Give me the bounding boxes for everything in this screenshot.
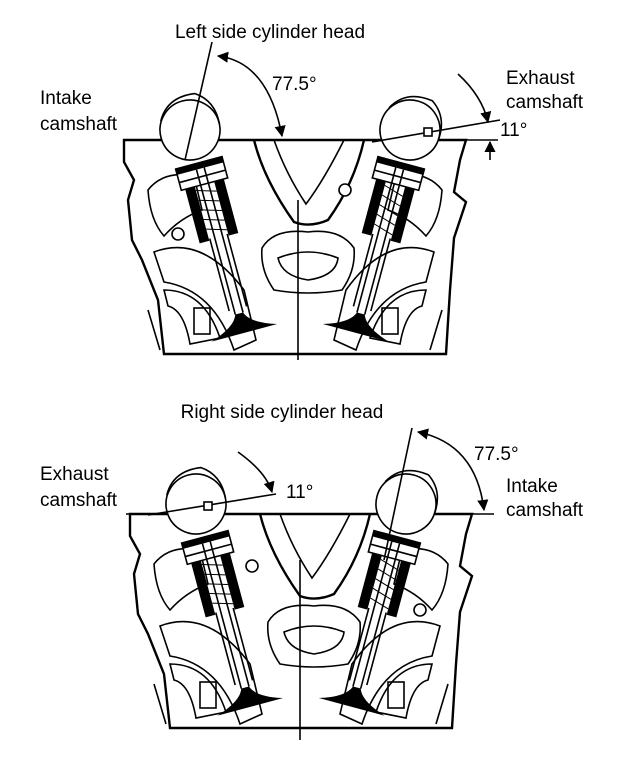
bottom-angle-arc-large [416, 428, 489, 512]
right-head-title: Right side cylinder head [181, 402, 384, 423]
top-intake-axis [184, 41, 213, 161]
bottom-right-label-line2: camshaft [506, 500, 584, 521]
bottom-exhaust-cam-key [203, 501, 213, 511]
top-left-label-line1: Intake [40, 88, 92, 109]
top-right-label-line2: camshaft [506, 92, 584, 113]
top-left-label-line2: camshaft [40, 114, 118, 135]
bottom-intake-axis [383, 427, 413, 561]
top-plug-right [338, 183, 352, 197]
top-exhaust-cam-key [423, 127, 433, 137]
bottom-right-label-line1: Intake [506, 476, 558, 497]
bottom-left-label-line2: camshaft [40, 490, 118, 511]
top-angle-large: 77.5° [272, 74, 317, 95]
top-angle-arc-small-upper [457, 73, 492, 124]
top-exhaust-axis [371, 119, 501, 143]
bottom-plug-right [413, 603, 427, 617]
bottom-left-label-line1: Exhaust [40, 464, 109, 485]
top-right-label-line1: Exhaust [506, 68, 575, 89]
bottom-plug-left [245, 559, 259, 573]
bottom-angle-arc-small [237, 451, 275, 494]
bottom-angle-small: 11° [286, 482, 313, 503]
left-head-title: Left side cylinder head [175, 22, 365, 43]
bottom-angle-large: 77.5° [474, 444, 519, 465]
bottom-head-casting [128, 512, 474, 730]
top-angle-small: 11° [500, 120, 527, 141]
right-cylinder-head: Right side cylinder head Exhaust camshaf… [40, 402, 584, 740]
top-angle-arc-large [216, 51, 286, 138]
left-cylinder-head: Left side cylinder head Intake camshaft … [40, 22, 584, 360]
top-plug-left [171, 227, 185, 241]
